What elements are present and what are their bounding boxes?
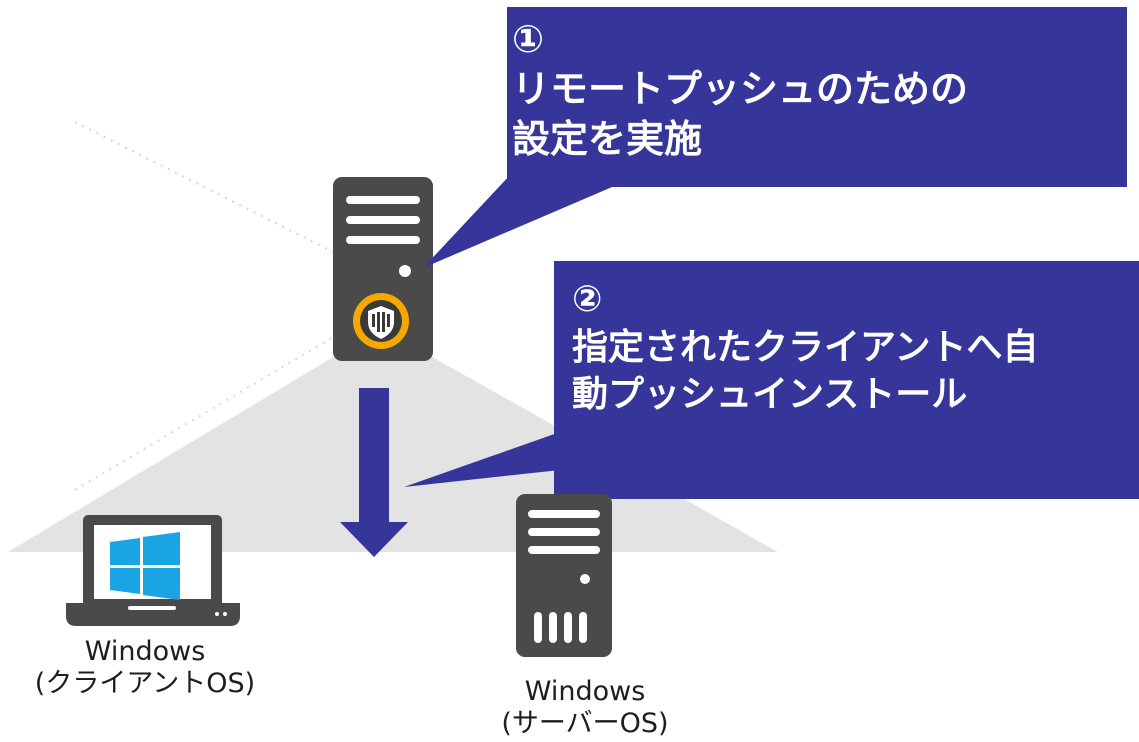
windows-logo-icon — [110, 532, 180, 600]
callout-1-number: ① — [512, 17, 545, 61]
management-server-icon — [333, 177, 433, 361]
callout-2-line-1: 指定されたクライアントへ自 — [572, 326, 1039, 368]
server-icon — [516, 494, 612, 657]
server-name: Windows — [524, 676, 646, 707]
callout-1-line-1: リモートプッシュのための — [512, 67, 969, 112]
client-name: Windows — [84, 636, 206, 667]
client-label: Windows (クライアントOS) — [0, 636, 290, 701]
down-arrow — [340, 388, 408, 557]
callout-1-line-2: 設定を実施 — [512, 117, 703, 162]
callout-1-text: ① リモートプッシュのための 設定を実施 — [512, 14, 968, 164]
client-type: (クライアントOS) — [34, 668, 256, 700]
callout-2-line-2: 動プッシュインストール — [572, 374, 968, 416]
shield-icon — [353, 293, 409, 349]
callout-2-text: ② 指定されたクライアントへ自 動プッシュインストール — [572, 276, 1039, 419]
callout-1 — [423, 7, 1127, 268]
callout-2 — [404, 261, 1139, 499]
callout-2-number: ② — [572, 279, 603, 320]
server-label: Windows (サーバーOS) — [440, 676, 730, 741]
dotted-guide-line — [74, 121, 346, 259]
laptop-icon — [66, 515, 240, 626]
server-type: (サーバーOS) — [501, 708, 669, 740]
